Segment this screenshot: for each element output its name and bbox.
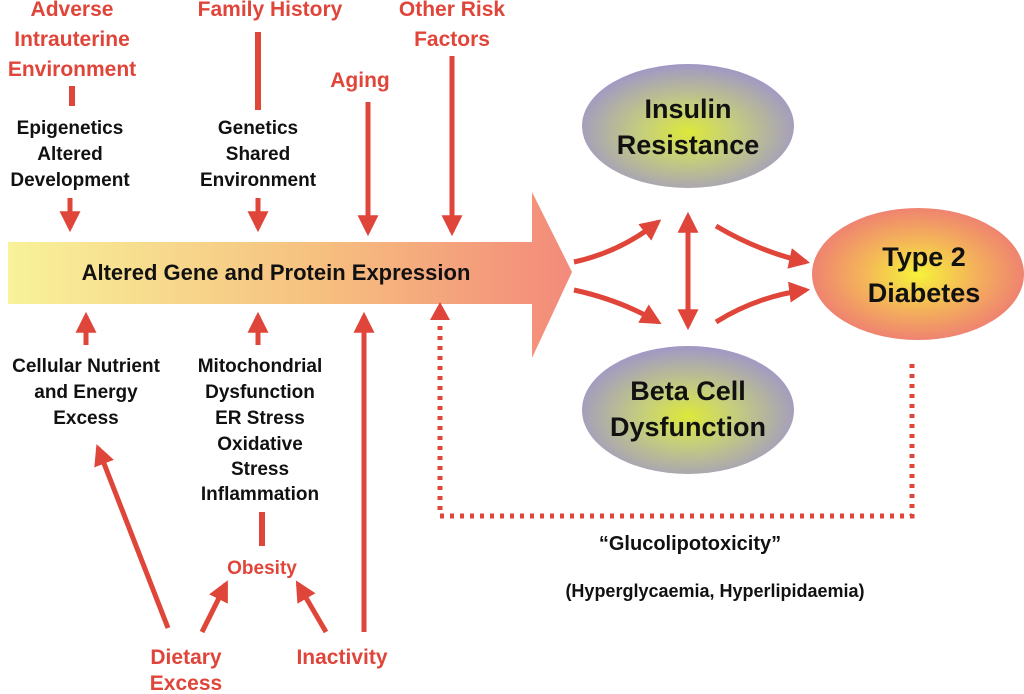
arrow-beta-to-diabetes xyxy=(714,281,811,325)
svg-text:Oxidative: Oxidative xyxy=(217,434,303,455)
arrow-dietary-to-obesity xyxy=(199,580,229,634)
genetics-label: Genetics Shared Environment xyxy=(200,118,317,191)
svg-text:Environment: Environment xyxy=(200,170,317,191)
central-band-label: Altered Gene and Protein Expression xyxy=(82,260,471,285)
svg-text:Adverse: Adverse xyxy=(31,0,114,21)
glucolipotoxicity-feedback-line xyxy=(437,320,915,519)
adverse-intrauterine-label: Adverse Intrauterine Environment xyxy=(8,0,136,81)
svg-text:Excess: Excess xyxy=(150,672,222,694)
svg-text:Other Risk: Other Risk xyxy=(399,0,506,21)
svg-text:Epigenetics: Epigenetics xyxy=(17,118,124,139)
svg-text:Mitochondrial: Mitochondrial xyxy=(198,356,323,377)
svg-text:ER Stress: ER Stress xyxy=(215,408,305,429)
glucolipotoxicity-label: “Glucolipotoxicity” xyxy=(599,533,781,555)
type2-diabetes-label: Type 2 Diabetes xyxy=(868,242,981,308)
arrow-band-to-beta xyxy=(573,287,662,325)
svg-text:Type 2: Type 2 xyxy=(882,242,966,272)
insulin-resistance-oval xyxy=(582,64,794,188)
arrow-dietary-to-nutrient xyxy=(94,444,171,629)
svg-text:Dysfunction: Dysfunction xyxy=(205,382,315,403)
svg-text:Dysfunction: Dysfunction xyxy=(610,412,766,442)
svg-text:Beta Cell: Beta Cell xyxy=(630,376,746,406)
svg-text:Development: Development xyxy=(10,170,130,191)
hyperglycaemia-label: (Hyperglycaemia, Hyperlipidaemia) xyxy=(565,581,864,601)
arrow-inactivity-to-obesity xyxy=(295,580,329,634)
mitochondrial-label: Mitochondrial Dysfunction ER Stress Oxid… xyxy=(198,356,323,505)
svg-text:Diabetes: Diabetes xyxy=(868,278,981,308)
svg-text:Environment: Environment xyxy=(8,58,136,81)
svg-text:Factors: Factors xyxy=(414,28,490,51)
dietary-excess-label: Dietary Excess xyxy=(150,646,222,694)
family-history-label: Family History xyxy=(198,0,343,21)
svg-text:Excess: Excess xyxy=(53,408,119,429)
svg-text:Inflammation: Inflammation xyxy=(201,484,319,505)
nutrient-excess-label: Cellular Nutrient and Energy Excess xyxy=(12,356,160,429)
other-risk-factors-label: Other Risk Factors xyxy=(399,0,506,51)
epigenetics-label: Epigenetics Altered Development xyxy=(10,118,130,191)
inactivity-label: Inactivity xyxy=(296,646,387,669)
svg-text:Resistance: Resistance xyxy=(617,130,760,160)
svg-text:Altered: Altered xyxy=(37,144,102,165)
beta-cell-label: Beta Cell Dysfunction xyxy=(610,376,766,442)
svg-text:Genetics: Genetics xyxy=(218,118,298,139)
svg-text:Cellular Nutrient: Cellular Nutrient xyxy=(12,356,160,377)
type2-diabetes-oval xyxy=(812,208,1024,340)
arrow-insulin-to-diabetes xyxy=(714,223,811,269)
svg-text:Shared: Shared xyxy=(226,144,290,165)
central-band-arrow xyxy=(8,192,572,358)
aging-label: Aging xyxy=(330,69,389,92)
insulin-resistance-label: Insulin Resistance xyxy=(617,94,760,160)
arrow-band-to-insulin xyxy=(573,219,662,265)
beta-cell-oval xyxy=(582,346,794,474)
svg-text:Stress: Stress xyxy=(231,459,289,480)
feedback-arrowhead xyxy=(430,302,450,320)
obesity-label: Obesity xyxy=(227,558,297,579)
svg-text:Dietary: Dietary xyxy=(150,646,222,669)
svg-text:and Energy: and Energy xyxy=(34,382,138,403)
svg-text:Intrauterine: Intrauterine xyxy=(14,28,130,51)
svg-text:Insulin: Insulin xyxy=(645,94,732,124)
